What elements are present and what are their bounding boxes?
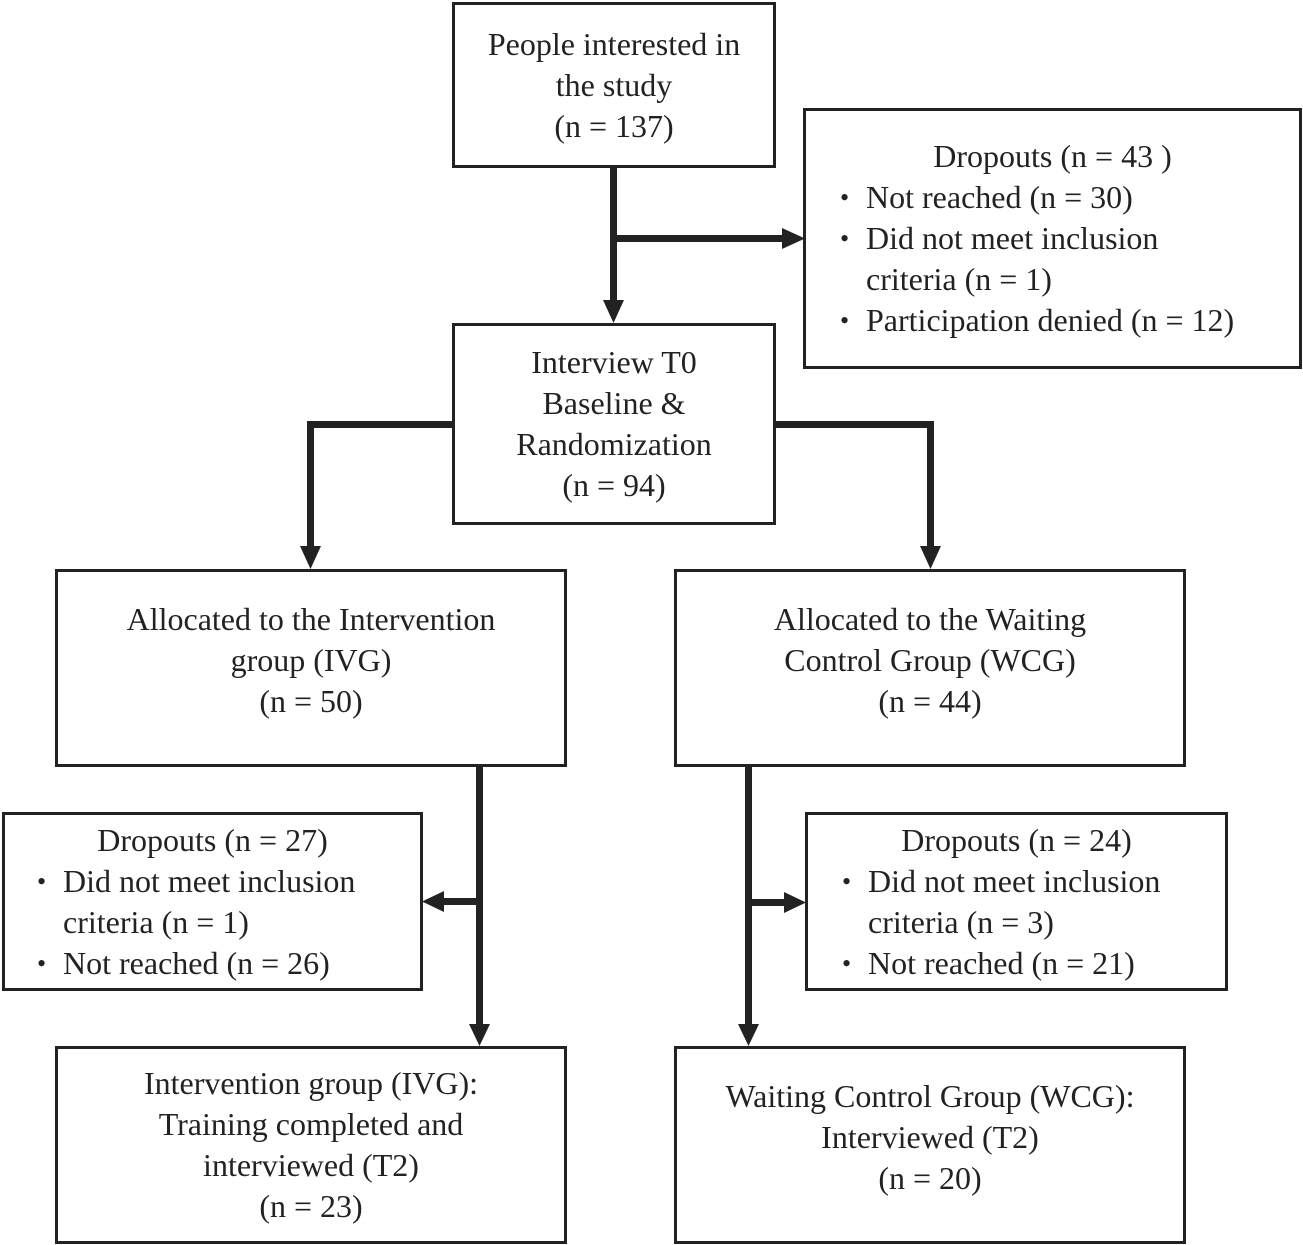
node-baseline-line-3: Randomization (516, 426, 712, 462)
arrowhead-wcg-alloc (920, 546, 941, 569)
arrowhead-ivg-dropout (422, 891, 444, 912)
node-wcg-alloc: Allocated to the Waiting Control Group (… (674, 569, 1186, 767)
node-ivg-alloc-line-3: (n = 50) (259, 682, 363, 719)
node-wcg-final-line-3: (n = 20) (878, 1159, 982, 1196)
dropout-ivg-item-inclusion: Did not meet inclusion criteria (n = 1) (33, 861, 420, 943)
node-baseline: Interview T0 Baseline & Randomization (n… (452, 323, 776, 525)
edge-baseline-ivg-down (307, 421, 314, 549)
node-dropout-wcg: Dropouts (n = 24) Did not meet inclusion… (805, 812, 1228, 991)
node-interested-line-2: the study (555, 66, 673, 103)
dropout-ivg-item-not-reached: Not reached (n = 26) (33, 943, 420, 984)
node-wcg-alloc-line-2: Control Group (WCG) (784, 641, 1076, 678)
dropout-top-heading: Dropouts (n = 43 ) (933, 138, 1172, 174)
node-ivg-final-line-4: (n = 23) (259, 1188, 363, 1224)
dropout-wcg-item-2-text: Not reached (n = 21) (868, 944, 1135, 981)
dropout-wcg-item-1-text-b: criteria (n = 3) (868, 903, 1054, 940)
edge-wcg-final (745, 765, 752, 1027)
node-baseline-line-4: (n = 94) (562, 467, 666, 503)
node-wcg-alloc-line-3: (n = 44) (878, 682, 982, 719)
arrowhead-ivg-final (469, 1024, 490, 1046)
node-interested: People interested in the study (n = 137) (452, 2, 776, 168)
dropout-ivg-list: Did not meet inclusion criteria (n = 1) N… (33, 861, 420, 984)
node-ivg-final-line-1: Intervention group (IVG): (143, 1065, 479, 1101)
node-baseline-line-2: Baseline & (542, 385, 686, 421)
edge-wcg-dropout (752, 899, 786, 906)
dropout-ivg-item-1-text-a: Did not meet inclusion (63, 862, 356, 899)
dropout-wcg-item-not-reached: Not reached (n = 21) (838, 943, 1225, 984)
dropout-wcg-item-inclusion: Did not meet inclusion criteria (n = 3) (838, 861, 1225, 943)
node-ivg-alloc-line-2: group (IVG) (230, 641, 392, 678)
edge-ivg-dropout (441, 898, 479, 905)
edge-baseline-ivg (307, 421, 453, 428)
node-wcg-final: Waiting Control Group (WCG): Interviewed… (674, 1046, 1186, 1244)
dropout-ivg-heading: Dropouts (n = 27) (97, 821, 328, 858)
node-ivg-final-line-3: interviewed (T2) (203, 1147, 419, 1183)
node-ivg-alloc-line-1: Allocated to the Intervention (126, 600, 496, 637)
dropout-top-item-inclusion: Did not meet inclusion criteria (n = 1) (836, 218, 1299, 300)
edge-interested-dropout-top (617, 235, 785, 242)
dropout-top-item-2-text-a: Did not meet inclusion (866, 220, 1159, 256)
node-ivg-alloc: Allocated to the Intervention group (IVG… (55, 569, 567, 767)
arrowhead-wcg-dropout (784, 892, 806, 913)
arrowhead-wcg-final (738, 1024, 759, 1046)
node-interested-line-3: (n = 137) (554, 107, 674, 144)
node-dropout-ivg: Dropouts (n = 27) Did not meet inclusion… (2, 812, 423, 991)
edge-ivg-final (476, 765, 483, 1027)
node-wcg-final-line-1: Waiting Control Group (WCG): (725, 1077, 1135, 1114)
dropout-top-item-2-text-b: criteria (n = 1) (866, 261, 1052, 297)
node-ivg-final: Intervention group (IVG): Training compl… (55, 1046, 567, 1244)
dropout-ivg-item-1-text-b: criteria (n = 1) (63, 903, 249, 940)
node-wcg-final-line-2: Interviewed (T2) (821, 1118, 1039, 1155)
dropout-wcg-item-1-text-a: Did not meet inclusion (868, 862, 1161, 899)
edge-baseline-wcg-down (927, 421, 934, 549)
node-interested-line-1: People interested in (487, 25, 741, 62)
dropout-wcg-heading: Dropouts (n = 24) (901, 821, 1132, 858)
node-baseline-line-1: Interview T0 (531, 344, 697, 380)
dropout-wcg-list: Did not meet inclusion criteria (n = 3) N… (838, 861, 1225, 984)
node-wcg-alloc-line-1: Allocated to the Waiting (773, 600, 1087, 637)
arrowhead-dropout-top (782, 228, 805, 249)
dropout-top-item-denied: Participation denied (n = 12) (836, 300, 1299, 341)
dropout-top-item-1-text: Not reached (n = 30) (866, 179, 1133, 215)
arrowhead-baseline (603, 300, 624, 323)
edge-baseline-wcg (775, 421, 934, 428)
dropout-top-item-3-text: Participation denied (n = 12) (866, 302, 1235, 338)
node-ivg-final-line-2: Training completed and (158, 1106, 464, 1142)
dropout-ivg-item-2-text: Not reached (n = 26) (63, 944, 330, 981)
dropout-top-item-not-reached: Not reached (n = 30) (836, 177, 1299, 218)
node-dropout-top: Dropouts (n = 43 ) Not reached (n = 30) … (803, 108, 1302, 369)
arrowhead-ivg-alloc (300, 546, 321, 569)
dropout-top-list: Not reached (n = 30) Did not meet inclus… (836, 177, 1299, 341)
edge-interested-baseline (610, 167, 617, 305)
